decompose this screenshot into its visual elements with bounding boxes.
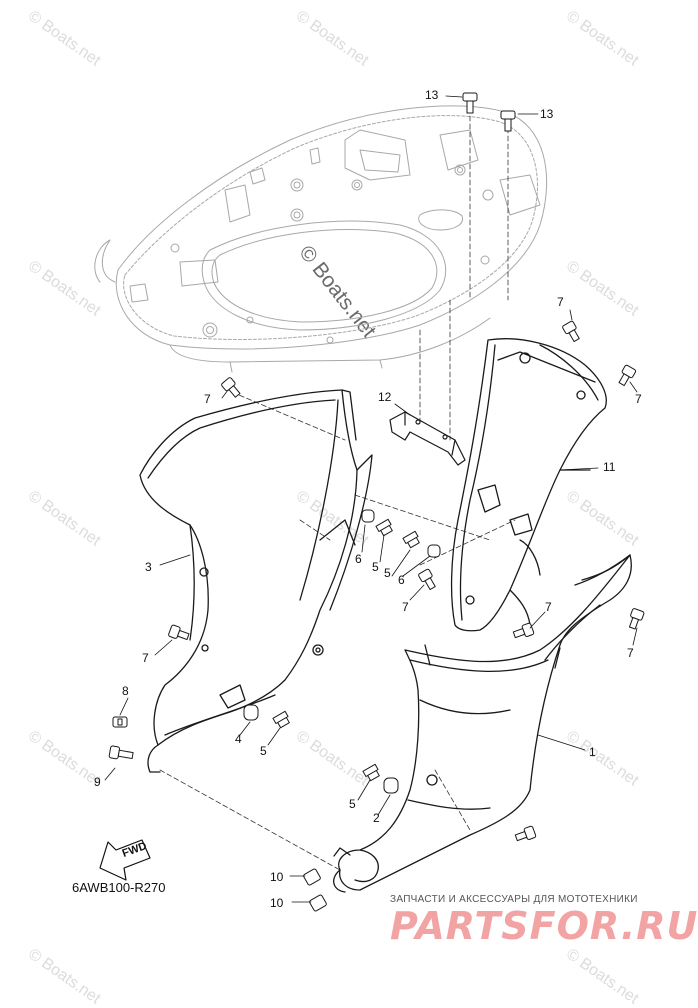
callout-1: 1 — [589, 745, 596, 759]
collar-5c — [272, 710, 290, 729]
brand-logo: PARTSFOR.RU — [390, 904, 698, 948]
bolt-7b — [618, 364, 637, 387]
fwd-arrow-icon — [99, 839, 151, 881]
bolt-7g — [168, 624, 190, 641]
collar-5b — [402, 530, 420, 549]
bolt-7d — [418, 568, 436, 591]
callout-5: 5 — [349, 797, 356, 811]
callout-6: 6 — [398, 573, 405, 587]
bolt-9 — [108, 745, 134, 760]
grommet-6a — [361, 509, 375, 523]
callout-7: 7 — [557, 295, 564, 309]
callout-7: 7 — [627, 646, 634, 660]
callout-5: 5 — [260, 744, 267, 758]
bolt-7f — [628, 608, 645, 630]
callout-5: 5 — [372, 560, 379, 574]
callout-12: 12 — [378, 390, 392, 404]
callout-2: 2 — [373, 811, 380, 825]
nut-10b — [309, 894, 327, 912]
brand-tagline: ЗАПЧАСТИ И АКСЕССУАРЫ ДЛЯ МОТОТЕХНИКИ — [390, 894, 638, 905]
reference-code: 6AWB100-R270 — [72, 880, 166, 895]
part-12-bracket — [389, 411, 466, 466]
callout-7: 7 — [402, 600, 409, 614]
callout-7: 7 — [204, 392, 211, 406]
bolt-13a — [462, 92, 478, 114]
grommet-6b — [427, 544, 441, 558]
callout-13: 13 — [425, 88, 439, 102]
bolt-7e — [512, 622, 535, 639]
callout-11: 11 — [603, 460, 616, 474]
bolt-13b — [500, 110, 516, 132]
callout-10: 10 — [270, 870, 284, 884]
collar-5a — [375, 518, 393, 537]
grommet-2 — [383, 777, 399, 794]
part-11-right-cowling — [450, 338, 607, 632]
fasteners — [108, 92, 645, 912]
callout-3: 3 — [145, 560, 152, 574]
callout-13: 13 — [540, 107, 554, 121]
callout-4: 4 — [235, 732, 242, 746]
callout-5: 5 — [384, 566, 391, 580]
callout-6: 6 — [355, 552, 362, 566]
nut-8 — [112, 716, 128, 728]
bolt-7h — [514, 825, 537, 842]
part-1-apron — [333, 554, 632, 893]
callout-7: 7 — [142, 651, 149, 665]
nut-10a — [303, 868, 321, 886]
callout-7: 7 — [635, 392, 642, 406]
bolt-7c — [221, 377, 241, 398]
callout-10: 10 — [270, 896, 284, 910]
top-cowling — [94, 105, 548, 373]
bolt-7a — [562, 320, 580, 343]
grommet-4 — [243, 704, 259, 721]
callout-9: 9 — [94, 775, 101, 789]
callout-7: 7 — [545, 600, 552, 614]
part-3-left-cowling — [139, 389, 373, 773]
leader-lines — [104, 95, 638, 903]
collar-5d — [362, 763, 380, 782]
callout-8: 8 — [122, 684, 129, 698]
